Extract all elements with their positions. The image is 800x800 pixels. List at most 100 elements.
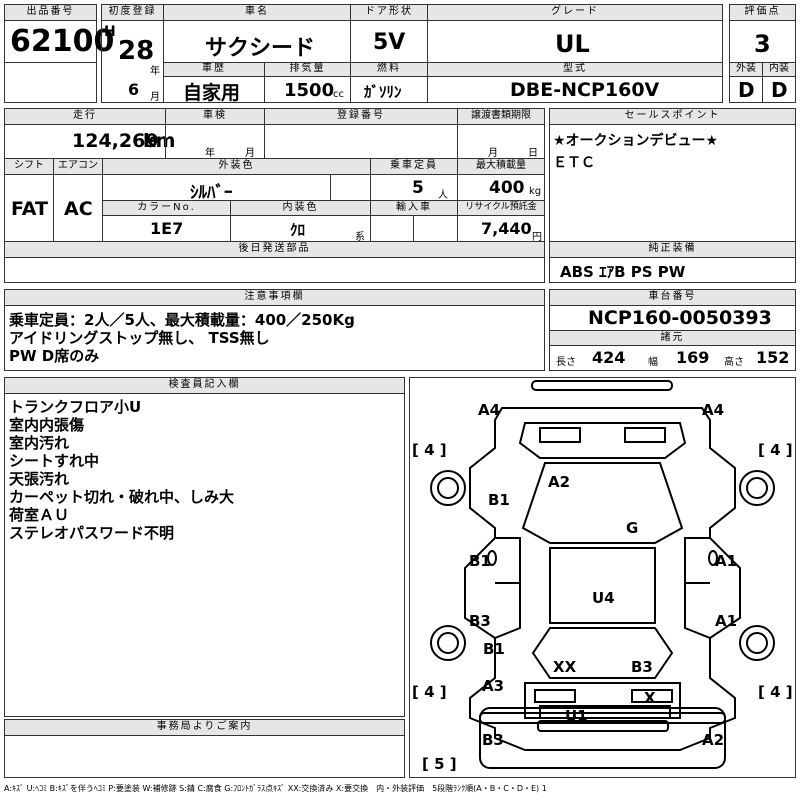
reg-month: 6 <box>128 80 140 99</box>
damage-mark: XX <box>553 658 577 676</box>
width: 169 <box>676 348 710 367</box>
history: 自家用 <box>183 82 241 104</box>
interior-label: 内装 <box>762 62 796 77</box>
damage-mark: A1 <box>715 552 738 570</box>
mileage: 124,269 <box>72 130 159 152</box>
fuel-label: 燃料 <box>350 62 428 77</box>
office-label: 事務局よりご案内 <box>4 719 405 736</box>
fuel: ｶﾞｿﾘﾝ <box>364 83 402 101</box>
color-number: 1E7 <box>150 219 184 238</box>
equipment: ABS ｴｱB PS PW <box>560 263 686 281</box>
model-label: 型式 <box>427 62 723 77</box>
displacement: 1500 <box>284 80 335 101</box>
selling-point-1: ★オークションデビュー★ <box>553 133 719 149</box>
mileage-label: 走行 <box>4 108 166 125</box>
grade-label: グレード <box>427 4 723 21</box>
inspection-label: 車検 <box>165 108 265 125</box>
legend: A:ｷｽﾞ U:ﾍｺﾐ B:ｷｽﾞを伴うﾍｺﾐ P:要塗装 W:補修跡 S:錆 … <box>4 784 547 793</box>
interior-color: ｸﾛ <box>290 221 306 239</box>
chassis-label: 車台番号 <box>549 289 796 306</box>
car-name-label: 車名 <box>163 4 351 21</box>
damage-mark: A4 <box>702 401 725 419</box>
ac-label: エアコン <box>53 158 103 175</box>
height: 152 <box>756 348 790 367</box>
int-color-label: 内装色 <box>230 200 371 216</box>
capacity: 5 <box>412 178 424 198</box>
grade: UL <box>555 30 590 58</box>
damage-mark: A1 <box>715 612 738 630</box>
exterior-color: ｼﾙﾊﾞｰ <box>190 183 233 203</box>
lot-number: 62100 <box>10 24 115 59</box>
chassis-number: NCP160-0050393 <box>588 307 772 329</box>
car-name: サクシード <box>205 36 316 61</box>
interior-grade: D <box>771 78 788 102</box>
damage-mark: A2 <box>548 473 571 491</box>
inspector-line: 室内内張傷 <box>9 416 85 434</box>
damage-mark: B3 <box>469 612 491 630</box>
tire-mark: [ 4 ] <box>758 683 793 701</box>
car-outline-svg <box>430 380 775 769</box>
inspector-line: 室内汚れ <box>9 434 70 452</box>
exterior-label: 外装 <box>729 62 763 77</box>
history-label: 車歴 <box>163 62 265 77</box>
inspector-line: トランクフロア小U <box>9 398 142 416</box>
registration-label: 登録番号 <box>264 108 458 125</box>
equipment-label: 純正装備 <box>549 241 796 258</box>
damage-mark: B1 <box>469 552 491 570</box>
recycle-fee: 7,440 <box>481 219 532 238</box>
damage-mark: G <box>626 519 639 537</box>
notes-label: 注意事項欄 <box>4 289 545 306</box>
tire-mark: [ 4 ] <box>758 441 793 459</box>
reg-year: 28 <box>118 36 155 66</box>
inspector-line: カーペット切れ・破れ中、しみ大 <box>9 488 235 506</box>
inspector-line: シートすれ中 <box>9 452 100 470</box>
era: H <box>104 24 116 40</box>
damage-mark: B3 <box>631 658 653 676</box>
damage-mark: B3 <box>482 731 504 749</box>
damage-mark: B1 <box>483 640 505 658</box>
displacement-label: 排気量 <box>264 62 351 77</box>
inspector-line: 天張汚れ <box>9 470 70 488</box>
shift: FAT <box>11 198 48 220</box>
door-type: 5V <box>373 30 406 55</box>
spare-tire-mark: [ 5 ] <box>422 755 457 773</box>
score: 3 <box>754 30 771 58</box>
inspector-label: 検査員記入欄 <box>4 377 405 394</box>
note-line-2: アイドリングストップ無し、 TSS無し <box>9 329 270 347</box>
damage-mark: U1 <box>565 707 588 725</box>
max-load: 400 <box>489 178 525 198</box>
length: 424 <box>592 348 626 367</box>
lot-label: 出品番号 <box>4 4 97 21</box>
score-label: 評価点 <box>729 4 796 21</box>
note-line-1: 乗車定員：2人／5人、最大積載量：400／250Kg <box>9 311 355 329</box>
tire-mark: [ 4 ] <box>412 683 447 701</box>
later-parts-label: 後日発送部品 <box>4 241 545 258</box>
damage-mark: A4 <box>478 401 501 419</box>
load-label: 最大積載量 <box>457 158 545 175</box>
dims-label: 諸元 <box>549 330 796 346</box>
color-no-label: カラーNo. <box>102 200 231 216</box>
color-label: 外装色 <box>102 158 371 175</box>
inspector-line: 荷室ＡＵ <box>9 506 70 524</box>
shift-label: シフト <box>4 158 54 175</box>
damage-mark: A3 <box>482 677 505 695</box>
inspector-line: ステレオパスワード不明 <box>9 524 175 542</box>
first-reg-label: 初度登録 <box>101 4 164 21</box>
recycle-label: リサイクル預託金 <box>457 200 545 216</box>
import-label: 輸入車 <box>370 200 458 216</box>
damage-mark: U4 <box>592 589 615 607</box>
selling-point-2: ＥＴＣ <box>553 155 595 171</box>
car-diagram: A4 A4 [ 4 ] [ 4 ] A2 B1 G B1 A1 U4 B3 A1… <box>409 377 796 778</box>
damage-mark: B1 <box>488 491 510 509</box>
damage-mark: X <box>644 689 656 707</box>
note-line-3: PW D席のみ <box>9 347 100 365</box>
ac: AC <box>64 198 93 220</box>
selling-points-label: セールスポイント <box>549 108 796 125</box>
damage-mark: A2 <box>702 731 725 749</box>
model-code: DBE-NCP160V <box>510 79 660 101</box>
exterior-grade: D <box>738 78 755 102</box>
capacity-label: 乗車定員 <box>370 158 458 175</box>
tire-mark: [ 4 ] <box>412 441 447 459</box>
door-label: ドア形状 <box>350 4 428 21</box>
transfer-label: 譲渡書類期限 <box>457 108 545 125</box>
